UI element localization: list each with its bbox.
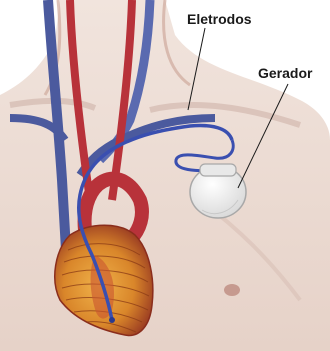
lead-tip <box>109 317 115 323</box>
nipple <box>224 284 240 296</box>
generator-label: Gerador <box>258 66 312 80</box>
electrodes-label: Eletrodos <box>187 12 252 26</box>
